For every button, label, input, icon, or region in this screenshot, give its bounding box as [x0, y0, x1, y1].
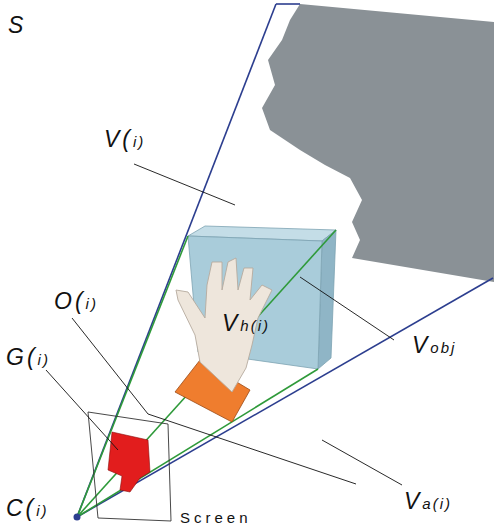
- object-volume-label: Vobj: [412, 334, 456, 357]
- viewpoint-dot: [74, 514, 81, 521]
- screen: [88, 412, 171, 521]
- visible-region-label: Va(i): [404, 490, 452, 513]
- view-volume-label: V(i): [104, 128, 145, 151]
- camera-label: C(i): [6, 497, 49, 520]
- screen-image-label: G(i): [6, 346, 50, 369]
- leader-lines: [46, 164, 402, 485]
- hand: [175, 258, 272, 422]
- occluded-region-label: O(i): [54, 290, 98, 313]
- view-volume: [77, 4, 493, 517]
- hand-volume-label: Vh(i): [222, 312, 270, 335]
- space-label: S: [8, 14, 26, 37]
- screen-label: Screen: [180, 510, 252, 525]
